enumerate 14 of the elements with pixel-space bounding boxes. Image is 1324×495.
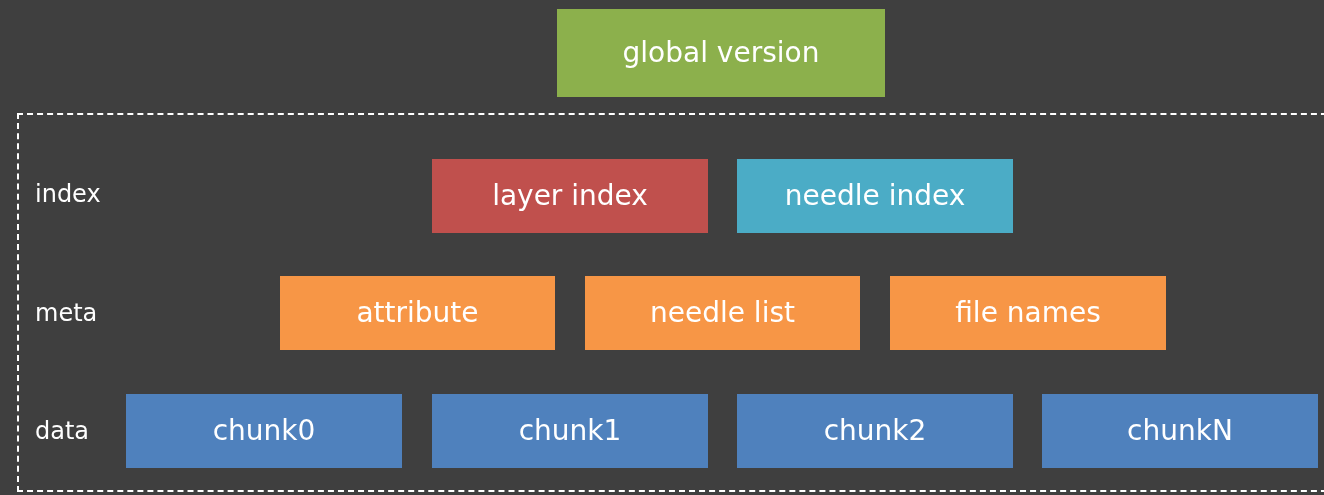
- block: needle index: [737, 159, 1013, 233]
- row-label: index: [35, 179, 101, 210]
- block: chunk1: [432, 394, 708, 468]
- block: chunk2: [737, 394, 1013, 468]
- block: chunkN: [1042, 394, 1318, 468]
- dashed-group-frame: [17, 113, 1324, 492]
- block: global version: [557, 9, 885, 97]
- row-label: data: [35, 416, 90, 447]
- block: attribute: [280, 276, 555, 350]
- block: file names: [890, 276, 1166, 350]
- row-label: meta: [35, 298, 98, 329]
- block: chunk0: [126, 394, 402, 468]
- block: needle list: [585, 276, 860, 350]
- block: layer index: [432, 159, 708, 233]
